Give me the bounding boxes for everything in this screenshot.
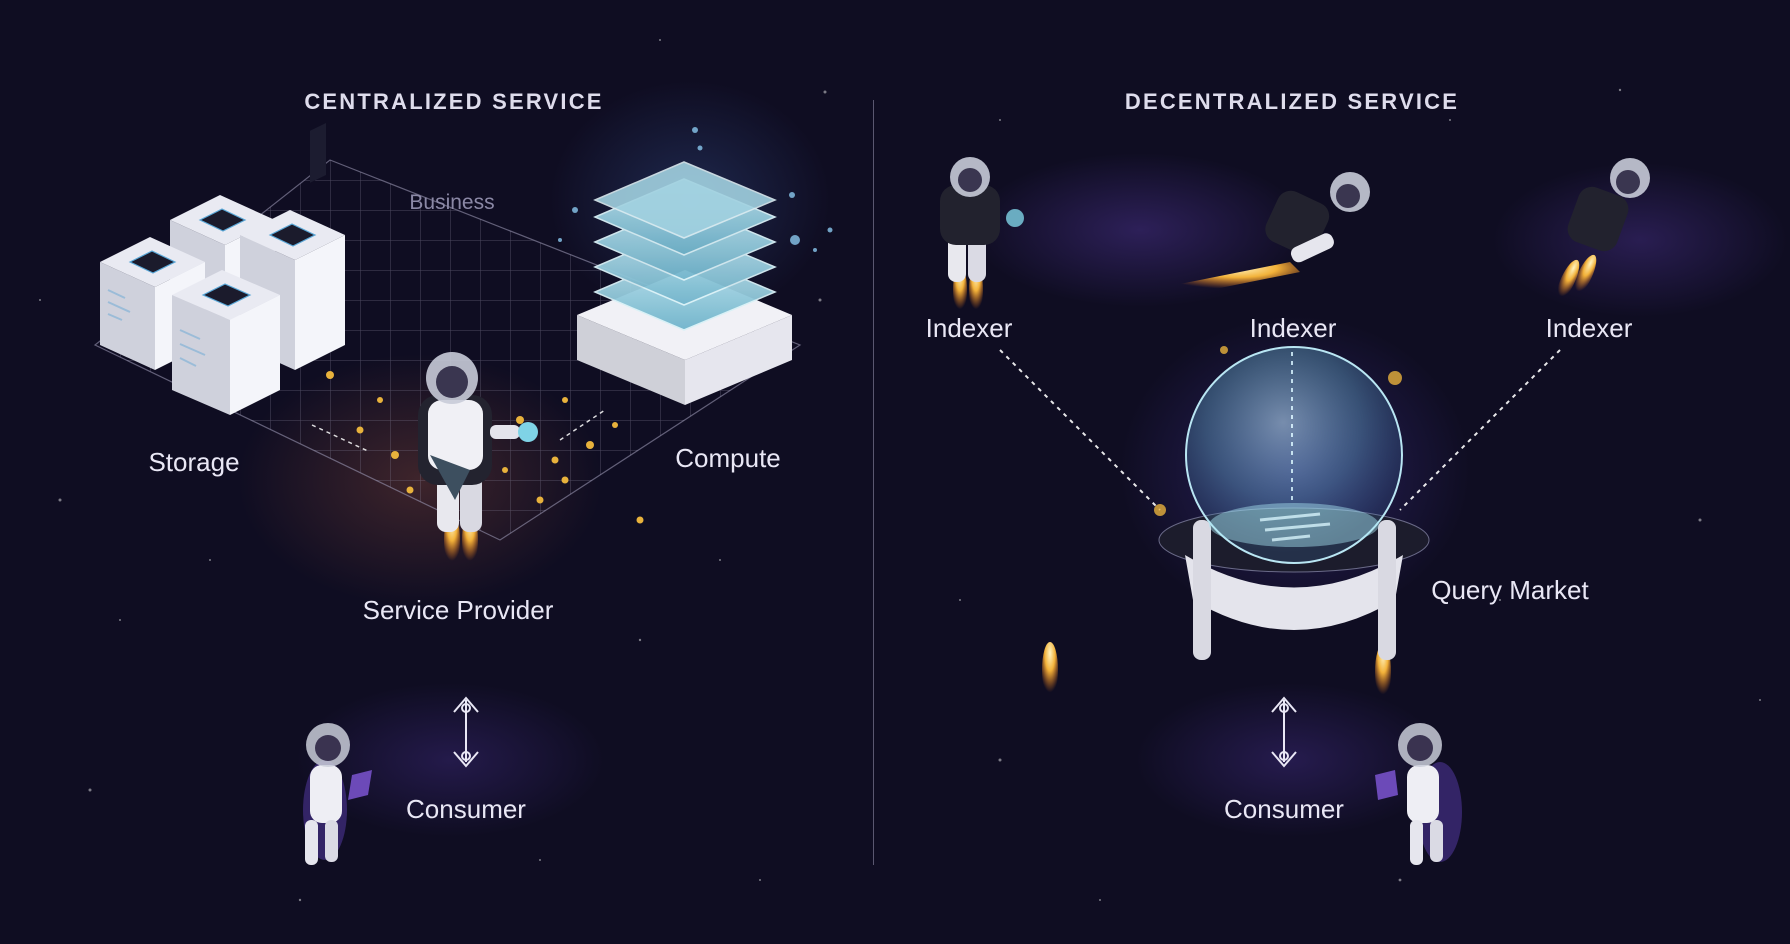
consumer-label-right: Consumer [1224, 794, 1344, 824]
query-market-pod-icon [1042, 346, 1430, 700]
consumer-arrow-left [453, 696, 479, 768]
service-provider-astronaut-icon [418, 352, 538, 566]
query-market-label: Query Market [1431, 575, 1589, 605]
consumer-arrow-right [1271, 696, 1297, 768]
indexer-label-1: Indexer [925, 313, 1013, 343]
storage-label: Storage [148, 447, 240, 477]
indexer-label-2: Indexer [1249, 313, 1337, 343]
consumer-astronaut-right-icon [1375, 723, 1462, 865]
star-field [39, 39, 1761, 902]
indexer-astronaut-3-icon [1556, 158, 1650, 301]
decentralized-heading: DECENTRALIZED SERVICE [1124, 89, 1460, 114]
compute-label: Compute [675, 443, 781, 473]
service-provider-label: Service Provider [362, 595, 554, 625]
centralized-heading: CENTRALIZED SERVICE [304, 89, 604, 114]
consumer-label-left: Consumer [406, 794, 526, 824]
gold-particles [326, 371, 644, 524]
indexer-astronaut-2-icon [1175, 172, 1370, 292]
provider-connectors [311, 409, 606, 453]
compute-stack-icon [558, 127, 833, 405]
storage-servers-icon [100, 122, 345, 415]
indexer-label-3: Indexer [1545, 313, 1633, 343]
section-divider [873, 100, 874, 865]
consumer-astronaut-left-icon [303, 723, 372, 865]
indexer-astronaut-1-icon [940, 157, 1024, 314]
business-label: Business [409, 191, 495, 214]
